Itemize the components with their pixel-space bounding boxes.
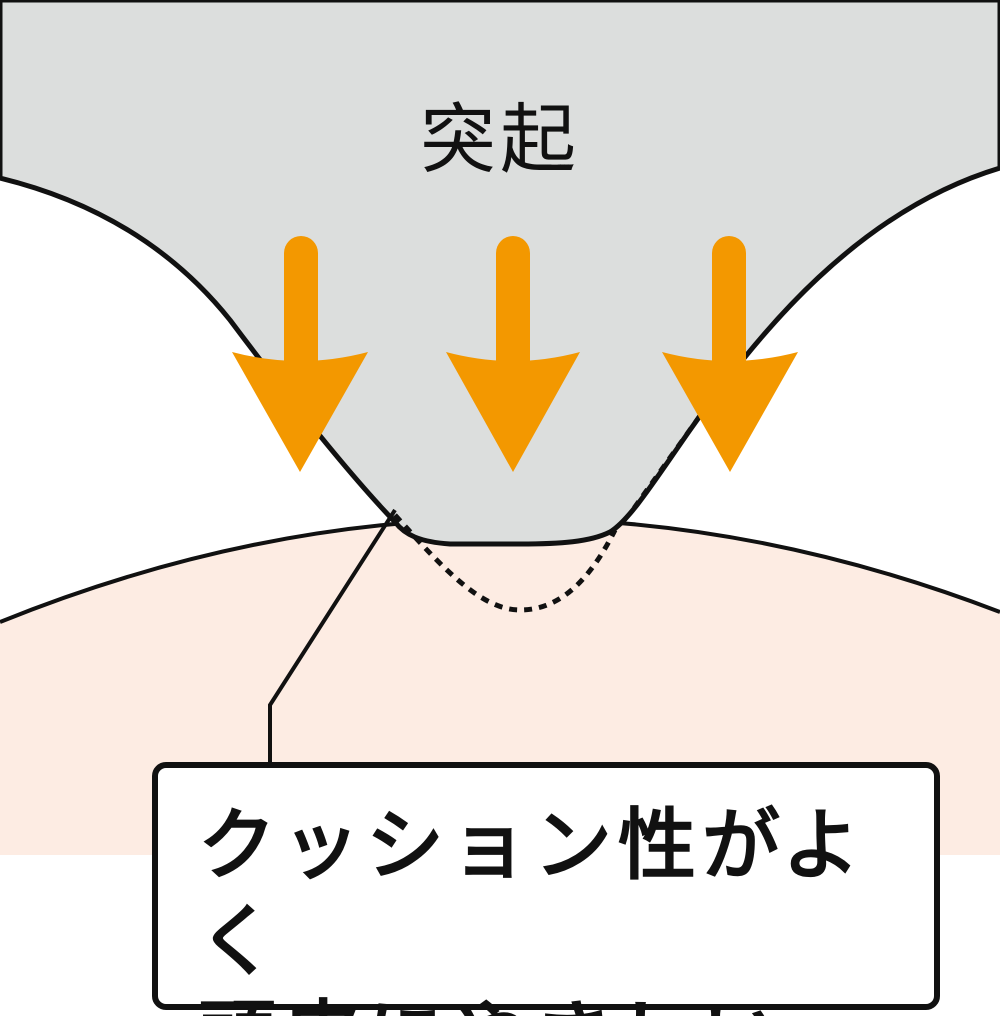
callout-line-1: クッション性がよく	[198, 801, 867, 987]
protrusion-dashed-edge	[623, 413, 702, 522]
pressure-arrow	[662, 236, 798, 472]
callout-leader-line	[268, 508, 397, 765]
callout-text: クッション性がよく 頭皮にやさしい	[198, 798, 934, 1016]
pressure-arrow	[232, 236, 368, 472]
protrusion-label: 突起	[420, 95, 580, 184]
callout-line-2: 頭皮にやさしい	[198, 990, 934, 1016]
callout-box: クッション性がよく 頭皮にやさしい	[152, 762, 940, 1016]
deformation-dashed-line	[393, 513, 618, 613]
pressure-arrow	[446, 236, 580, 472]
